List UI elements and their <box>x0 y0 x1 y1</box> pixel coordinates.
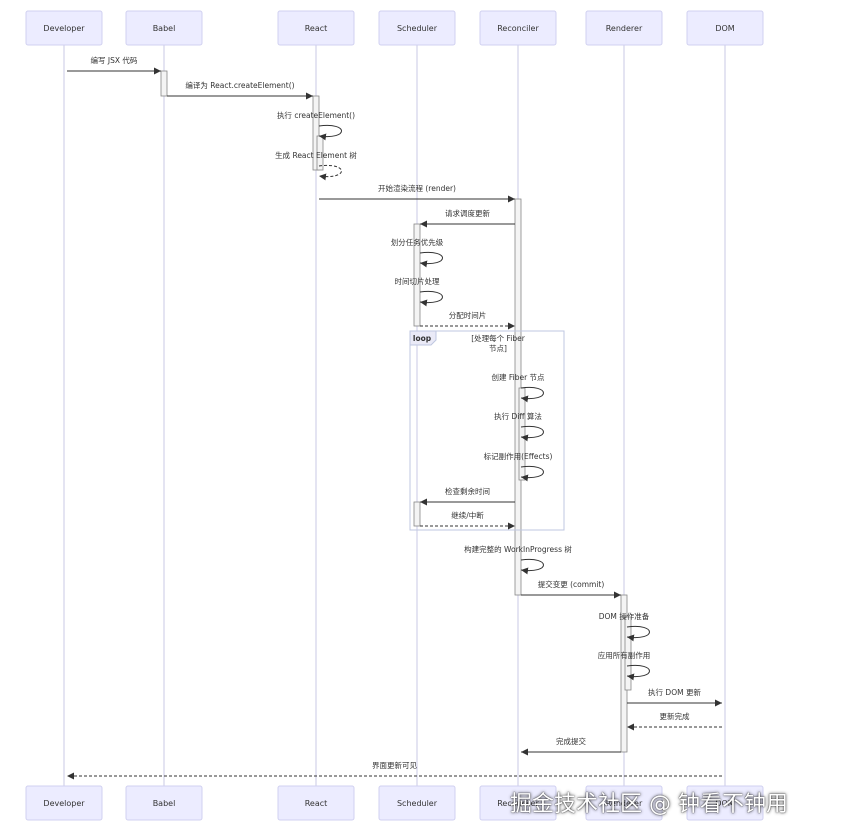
message-label: 界面更新可见 <box>372 760 417 770</box>
message-label: 执行 createElement() <box>277 110 355 120</box>
self-message-arrow <box>318 124 342 141</box>
actor-box <box>277 10 355 46</box>
actor-label: DOM <box>715 24 734 33</box>
actor-label: Scheduler <box>397 799 438 808</box>
actor-box <box>277 785 355 821</box>
loop-label: loop <box>413 334 432 343</box>
actor-label: DOM <box>715 799 734 808</box>
actor-top-dom: DOM <box>686 10 764 46</box>
actor-label: Babel <box>153 24 176 33</box>
message-label: 开始渲染流程 (render) <box>378 183 456 193</box>
message-label: 应用所有副作用 <box>598 650 651 660</box>
self-message-arrow <box>419 290 443 307</box>
actor-label: Reconciler <box>497 799 539 808</box>
actor-label: React <box>305 799 328 808</box>
self-message-arrow <box>318 164 342 181</box>
actor-top-renderer: Renderer <box>585 10 663 46</box>
actor-box <box>585 10 663 46</box>
self-message-arrow <box>520 386 544 403</box>
self-message-arrow <box>520 465 544 482</box>
actor-top-react: React <box>277 10 355 46</box>
message-label: 生成 React Element 树 <box>275 150 357 160</box>
actor-box <box>25 785 103 821</box>
message-label: 创建 Fiber 节点 <box>491 372 545 382</box>
actor-box <box>125 785 203 821</box>
actor-label: Developer <box>43 24 85 33</box>
self-message-arrow <box>520 425 544 442</box>
actor-box <box>378 10 456 46</box>
actor-box <box>378 785 456 821</box>
actor-bottom-scheduler: Scheduler <box>378 785 456 821</box>
self-message-arrow <box>626 664 650 681</box>
activation-bar <box>312 95 320 171</box>
actor-label: Renderer <box>606 799 643 808</box>
actor-bottom-renderer: Renderer <box>585 785 663 821</box>
message-label: 提交变更 (commit) <box>538 579 605 589</box>
self-message-arrow <box>626 625 650 642</box>
message-label: 划分任务优先级 <box>391 237 444 247</box>
message-label: 时间切片处理 <box>395 276 440 286</box>
actor-box <box>479 10 557 46</box>
message-label: 执行 DOM 更新 <box>648 687 701 697</box>
message-label: 完成提交 <box>556 736 586 746</box>
actor-box <box>585 785 663 821</box>
activation-bar <box>413 223 421 327</box>
message-label: 更新完成 <box>660 711 690 721</box>
message-label: 构建完整的 WorkInProgress 树 <box>464 544 572 554</box>
activation-bar <box>413 501 421 527</box>
self-message-arrow <box>419 251 443 268</box>
actor-box <box>686 785 764 821</box>
actor-box <box>125 10 203 46</box>
activation-bar <box>160 70 168 97</box>
actor-top-reconciler: Reconciler <box>479 10 557 46</box>
message-label: 继续/中断 <box>451 510 484 520</box>
message-label: 执行 Diff 算法 <box>494 411 542 421</box>
actor-box <box>479 785 557 821</box>
message-label: 请求调度更新 <box>445 208 490 218</box>
actor-bottom-developer: Developer <box>25 785 103 821</box>
message-label: 分配时间片 <box>449 310 487 320</box>
actor-bottom-babel: Babel <box>125 785 203 821</box>
activation-bar <box>624 616 632 691</box>
message-label: 编写 JSX 代码 <box>91 55 138 65</box>
actor-label: Renderer <box>606 24 643 33</box>
actor-bottom-dom: DOM <box>686 785 764 821</box>
message-label: 标记副作用(Effects) <box>484 451 553 461</box>
actor-label: Developer <box>43 799 85 808</box>
actor-bottom-react: React <box>277 785 355 821</box>
actor-bottom-reconciler: Reconciler <box>479 785 557 821</box>
loop-tab <box>409 330 437 346</box>
actor-label: React <box>305 24 328 33</box>
message-label: 编译为 React.createElement() <box>185 80 294 90</box>
actor-top-developer: Developer <box>25 10 103 46</box>
actor-top-scheduler: Scheduler <box>378 10 456 46</box>
loop-frame <box>409 330 565 531</box>
message-label: 检查剩余时间 <box>445 486 490 496</box>
actor-label: Babel <box>153 799 176 808</box>
actor-label: Scheduler <box>397 24 438 33</box>
loop-condition: [处理每个 Fiber <box>471 333 526 343</box>
loop-condition: 节点] <box>489 344 507 353</box>
actor-top-babel: Babel <box>125 10 203 46</box>
watermark: 掘金技术社区 @ 钟看不钟用 <box>510 792 788 817</box>
self-message-arrow <box>520 558 544 575</box>
message-label: DOM 操作准备 <box>599 611 650 621</box>
actor-box <box>25 10 103 46</box>
actor-label: Reconciler <box>497 24 539 33</box>
actor-box <box>686 10 764 46</box>
